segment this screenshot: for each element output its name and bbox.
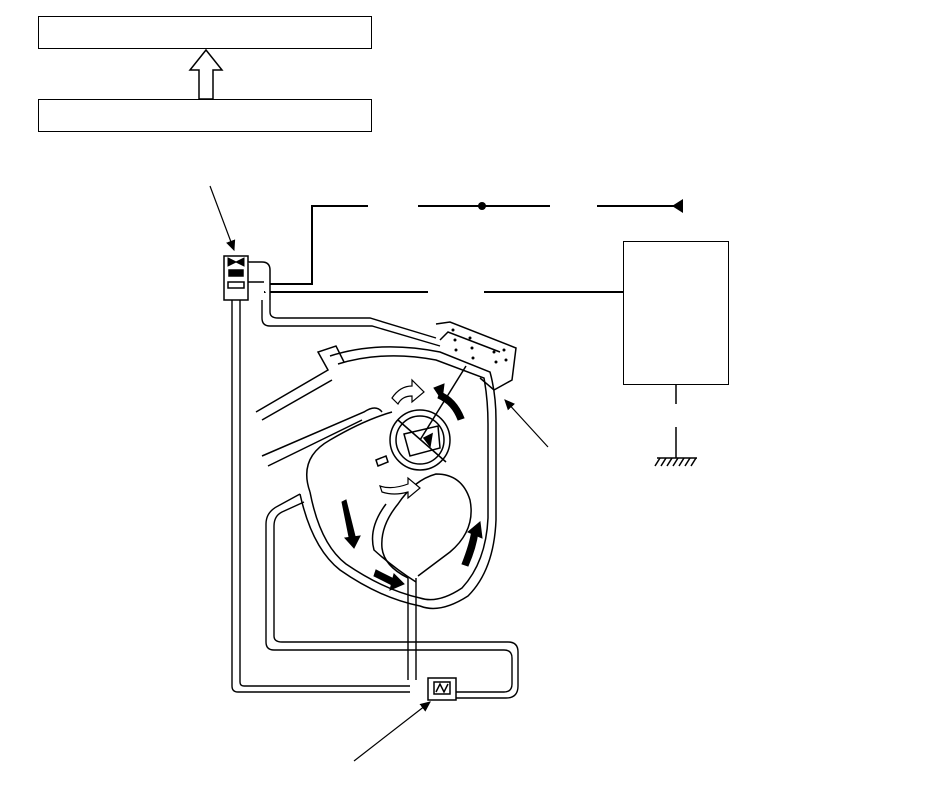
bottom-label-box bbox=[38, 99, 372, 132]
top-label-box bbox=[38, 16, 372, 49]
flow-arrow-outline bbox=[379, 378, 425, 500]
hydraulic-tubes bbox=[231, 300, 519, 699]
connector-dots bbox=[451, 328, 508, 364]
junction-dot bbox=[478, 202, 486, 210]
rotor-assembly bbox=[375, 365, 467, 471]
leader-arrow-icon bbox=[353, 701, 431, 762]
signal-line-upper bbox=[266, 205, 676, 285]
up-arrow-icon bbox=[188, 48, 224, 100]
leader-arrow-icon bbox=[209, 185, 236, 252]
flow-arrow-icon bbox=[341, 383, 483, 591]
solenoid-valve bbox=[223, 255, 271, 301]
check-valve bbox=[427, 677, 457, 701]
pump-housing bbox=[255, 321, 517, 610]
control-unit-box bbox=[623, 241, 729, 385]
ground-icon bbox=[654, 385, 697, 467]
leader-arrow-icon bbox=[504, 399, 549, 448]
terminal-triangle-icon bbox=[672, 199, 683, 213]
